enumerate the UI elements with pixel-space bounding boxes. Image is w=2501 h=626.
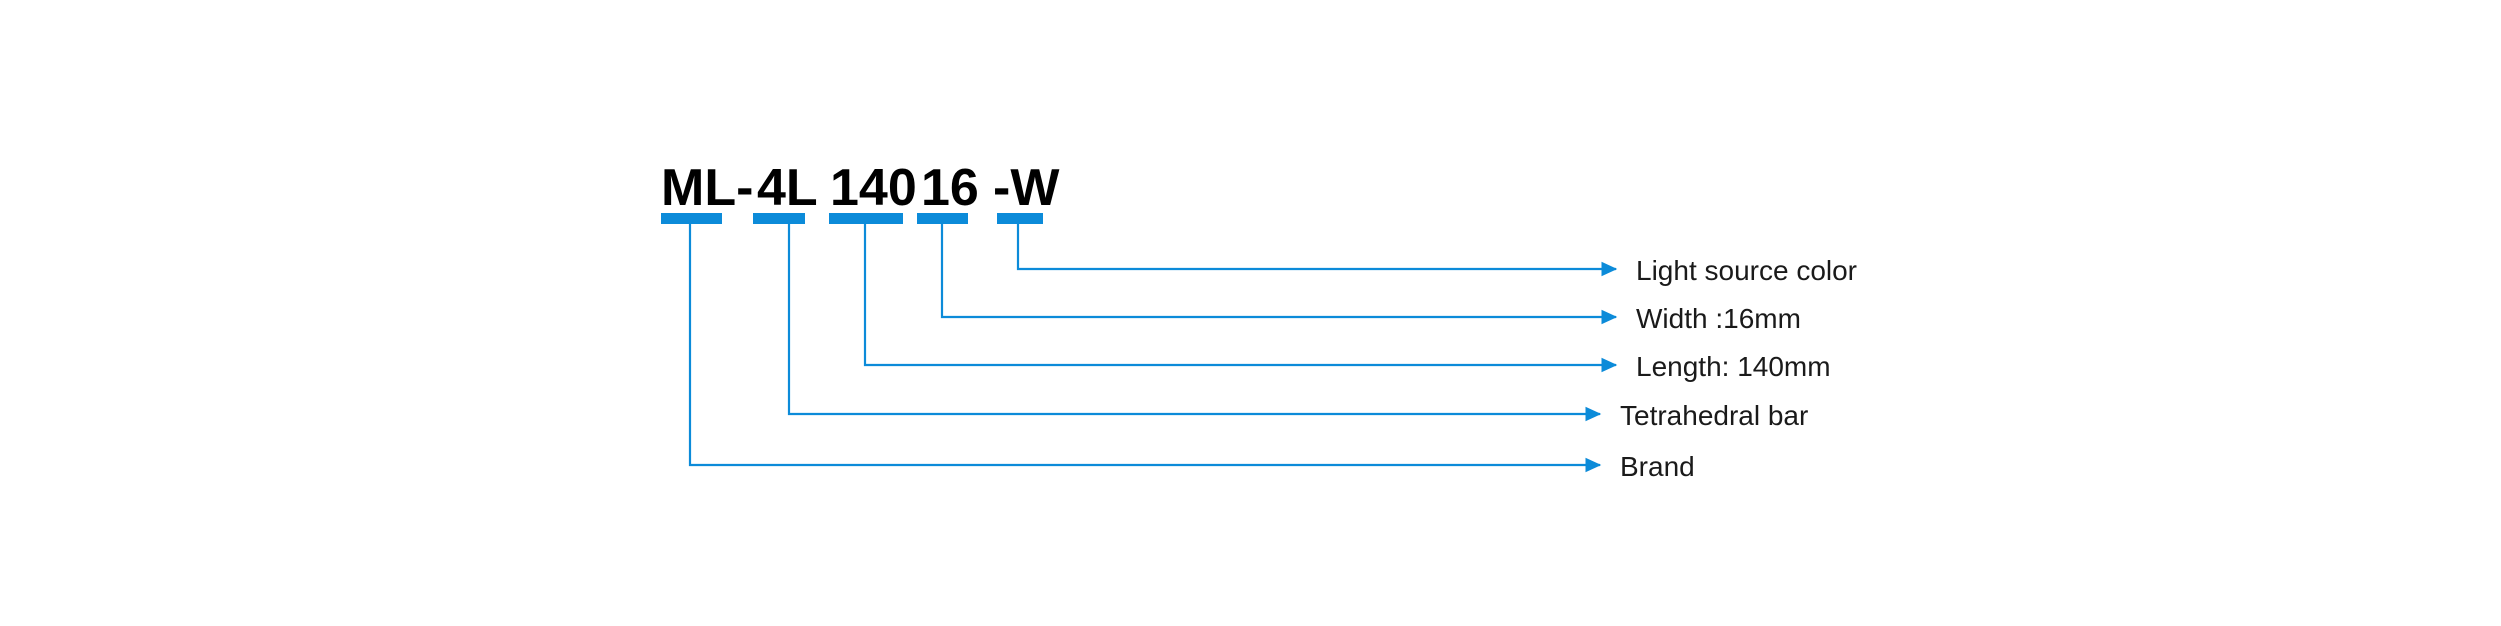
underline-bar-length xyxy=(829,213,903,224)
callout-label-brand: Brand xyxy=(1620,451,1695,482)
leader-line-light-source-color xyxy=(1016,224,1618,277)
underline-bar-width xyxy=(917,213,968,224)
callout-label-light-source-color: Light source color xyxy=(1636,255,1857,286)
leader-line-length xyxy=(863,224,1618,373)
leader-line-width xyxy=(940,224,1618,325)
leader-lines-group xyxy=(688,224,1618,473)
callout-label-tetrahedral-bar: Tetrahedral bar xyxy=(1620,400,1808,431)
underline-bar-light-source-color xyxy=(997,213,1043,224)
callout-label-width: Width :16mm xyxy=(1636,303,1801,334)
underline-bars-group xyxy=(661,213,1043,224)
leader-line-tetrahedral-bar xyxy=(787,224,1602,422)
callout-label-length: Length: 140mm xyxy=(1636,351,1831,382)
leader-line-brand xyxy=(688,224,1602,473)
part-number-group: ML- 4L 140 16 -W xyxy=(661,159,1060,217)
part-segment-light-source-color: -W xyxy=(993,159,1060,217)
part-segment-length: 140 xyxy=(830,159,917,217)
underline-bar-shape xyxy=(753,213,805,224)
part-segment-shape: 4L xyxy=(757,159,818,217)
part-segment-width: 16 xyxy=(921,159,979,217)
underline-bar-brand xyxy=(661,213,722,224)
callout-labels-group: Light source color Width :16mm Length: 1… xyxy=(1620,255,1857,482)
part-segment-brand: ML- xyxy=(661,159,753,217)
